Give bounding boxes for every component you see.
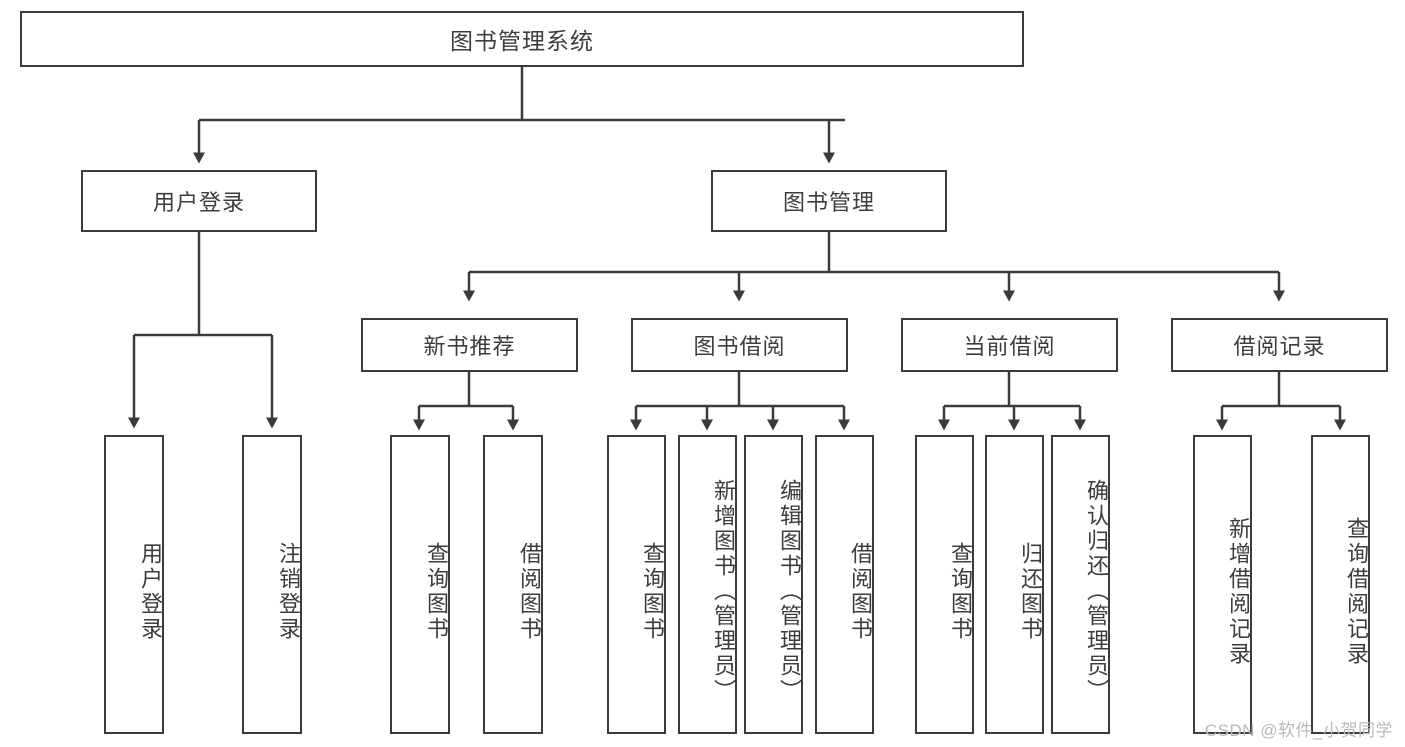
node-borrow-record[interactable]: 借阅记录: [1171, 318, 1388, 372]
node-leaf-add-book-label: 新增图书（管理员）: [711, 479, 736, 704]
node-book-manage[interactable]: 图书管理: [711, 170, 947, 232]
node-new-book-rec[interactable]: 新书推荐: [361, 318, 578, 372]
node-leaf-borrow-book-2-label: 借阅图书: [848, 541, 873, 642]
node-leaf-query-book-3-label: 查询图书: [948, 541, 973, 642]
node-leaf-confirm-return[interactable]: 确认归还（管理员）: [1051, 435, 1110, 734]
node-borrow-record-label: 借阅记录: [1233, 334, 1326, 359]
node-current-borrow-label: 当前借阅: [963, 334, 1056, 359]
node-current-borrow[interactable]: 当前借阅: [901, 318, 1118, 372]
node-leaf-user-login-label: 用户登录: [138, 541, 163, 642]
node-user-login-label: 用户登录: [152, 190, 245, 215]
node-leaf-add-record[interactable]: 新增借阅记录: [1193, 435, 1252, 734]
node-book-borrow[interactable]: 图书借阅: [631, 318, 848, 372]
node-root[interactable]: 图书管理系统: [20, 11, 1024, 67]
node-leaf-query-book-1-label: 查询图书: [424, 541, 449, 642]
node-leaf-query-book-2[interactable]: 查询图书: [607, 435, 666, 734]
node-leaf-borrow-book-1[interactable]: 借阅图书: [483, 435, 543, 734]
node-leaf-confirm-return-label: 确认归还（管理员）: [1084, 479, 1109, 704]
node-book-borrow-label: 图书借阅: [693, 334, 786, 359]
node-new-book-rec-label: 新书推荐: [423, 334, 516, 359]
csdn-watermark: CSDN @软件_小贺同学: [1204, 721, 1393, 740]
node-leaf-add-record-label: 新增借阅记录: [1226, 516, 1251, 667]
node-leaf-edit-book-label: 编辑图书（管理员）: [777, 479, 802, 704]
node-leaf-return-book-label: 归还图书: [1018, 541, 1043, 642]
node-leaf-logout-label: 注销登录: [276, 541, 301, 642]
node-user-login[interactable]: 用户登录: [81, 170, 317, 232]
node-leaf-logout[interactable]: 注销登录: [242, 435, 302, 734]
node-leaf-user-login[interactable]: 用户登录: [104, 435, 164, 734]
node-leaf-borrow-book-1-label: 借阅图书: [517, 541, 542, 642]
node-leaf-edit-book[interactable]: 编辑图书（管理员）: [744, 435, 803, 734]
node-leaf-query-book-3[interactable]: 查询图书: [915, 435, 974, 734]
node-root-label: 图书管理系统: [450, 28, 594, 54]
node-leaf-query-book-2-label: 查询图书: [640, 541, 665, 642]
node-leaf-return-book[interactable]: 归还图书: [985, 435, 1044, 734]
node-leaf-query-book-1[interactable]: 查询图书: [390, 435, 450, 734]
node-leaf-borrow-book-2[interactable]: 借阅图书: [815, 435, 874, 734]
node-leaf-add-book[interactable]: 新增图书（管理员）: [678, 435, 737, 734]
node-leaf-query-record[interactable]: 查询借阅记录: [1311, 435, 1370, 734]
node-book-manage-label: 图书管理: [782, 190, 875, 215]
node-leaf-query-record-label: 查询借阅记录: [1344, 516, 1369, 667]
